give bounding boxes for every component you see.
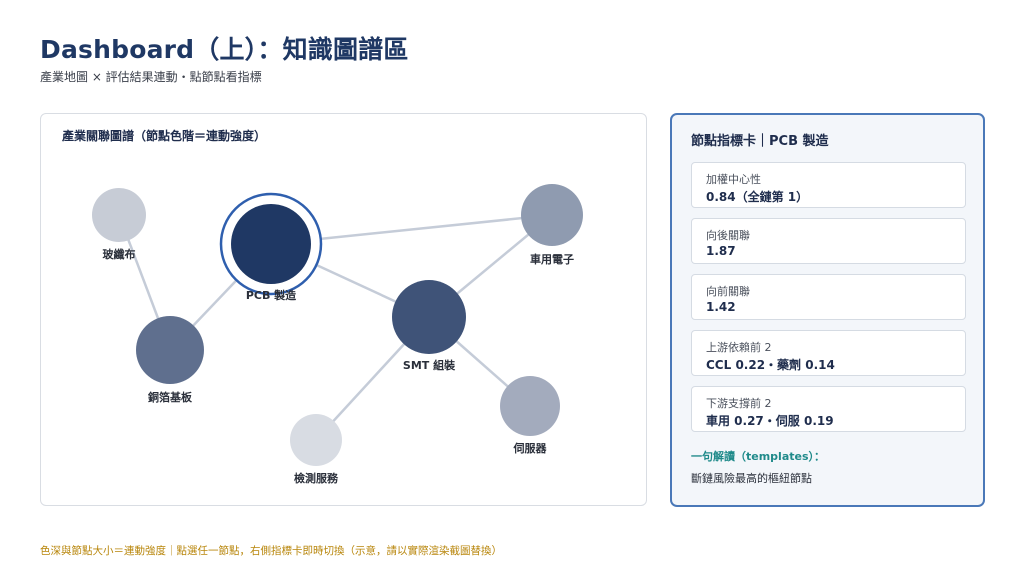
graph-node-circle[interactable] — [231, 204, 311, 284]
interpretation-text: 斷鏈風險最高的樞紐節點 — [691, 472, 812, 485]
graph-node-circle[interactable] — [521, 184, 583, 246]
graph-node-auto[interactable]: 車用電子 — [521, 184, 583, 266]
page-title: Dashboard（上）：知識圖譜區 — [40, 35, 409, 64]
graph-node-test[interactable]: 檢測服務 — [290, 414, 342, 485]
graph-node-label: 伺服器 — [513, 441, 548, 455]
card-title: 節點指標卡｜PCB 製造 — [691, 134, 829, 149]
graph-node-circle[interactable] — [500, 376, 560, 436]
graph-node-circle[interactable] — [392, 280, 466, 354]
metric-label: 上游依賴前 2 — [706, 341, 772, 354]
metric-downstream-top2: 下游支撐前 2 車用 0.27・伺服 0.19 — [691, 386, 966, 432]
metric-centrality: 加權中心性 0.84（全鏈第 1） — [691, 162, 966, 208]
interpretation-title: 一句解讀（templates）： — [691, 450, 826, 463]
metric-value: 1.87 — [706, 244, 736, 258]
metric-forward-linkage: 向前關聯 1.42 — [691, 274, 966, 320]
metric-label: 下游支撐前 2 — [706, 397, 772, 410]
graph-node-circle[interactable] — [290, 414, 342, 466]
metric-upstream-top2: 上游依賴前 2 CCL 0.22・藥劑 0.14 — [691, 330, 966, 376]
graph-node-label: PCB 製造 — [246, 288, 297, 302]
graph-node-server[interactable]: 伺服器 — [500, 376, 560, 455]
metric-label: 向前關聯 — [706, 285, 750, 298]
graph-node-label: 銅箔基板 — [148, 390, 193, 404]
graph-node-smt[interactable]: SMT 組裝 — [392, 280, 466, 372]
graph-node-copper[interactable]: 銅箔基板 — [136, 316, 204, 404]
graph-node-circle[interactable] — [92, 188, 146, 242]
node-metric-card: 節點指標卡｜PCB 製造 加權中心性 0.84（全鏈第 1） 向後關聯 1.87… — [670, 113, 985, 507]
footnote: 色深與節點大小＝連動強度｜點選任一節點，右側指標卡即時切換（示意，請以實際渲染截… — [40, 545, 502, 557]
graph-node-label: 車用電子 — [530, 252, 574, 266]
graph-node-circle[interactable] — [136, 316, 204, 384]
metric-backward-linkage: 向後關聯 1.87 — [691, 218, 966, 264]
metric-label: 向後關聯 — [706, 229, 750, 242]
graph-node-glass[interactable]: 玻纖布 — [92, 188, 146, 261]
metric-value: 車用 0.27・伺服 0.19 — [706, 414, 834, 428]
graph-node-label: 檢測服務 — [294, 471, 339, 485]
graph-panel: 玻纖布 PCB 製造 車用電子 SMT 組裝銅箔基板伺服器檢測服務 產業關聯圖譜（節點… — [40, 113, 647, 506]
graph-title: 產業關聯圖譜（節點色階＝連動強度） — [62, 129, 267, 143]
metric-value: 1.42 — [706, 300, 736, 314]
graph-node-label: SMT 組裝 — [403, 358, 456, 372]
page-subtitle: 產業地圖 × 評估結果連動・點節點看指標 — [40, 70, 262, 84]
graph-node-pcb[interactable]: PCB 製造 — [219, 192, 323, 302]
graph-node-label: 玻纖布 — [103, 247, 136, 261]
metric-value: CCL 0.22・藥劑 0.14 — [706, 358, 835, 372]
metric-label: 加權中心性 — [706, 173, 761, 186]
metric-value: 0.84（全鏈第 1） — [706, 190, 809, 204]
